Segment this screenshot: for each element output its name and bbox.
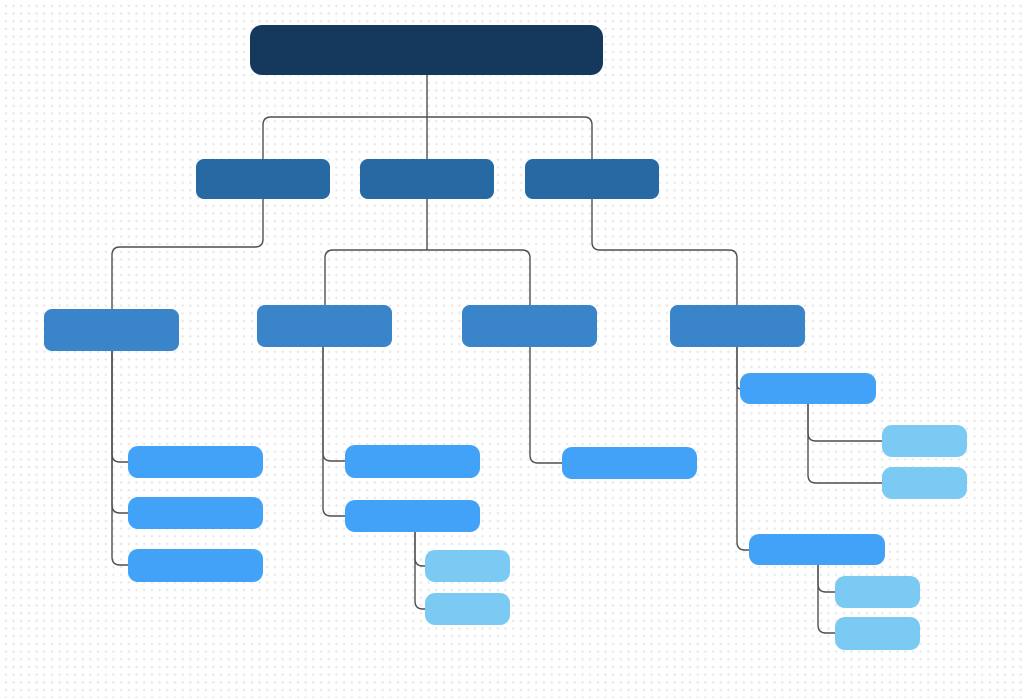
connector-n4d1-n5d1b xyxy=(807,404,882,484)
connector-n3b-n4b1 xyxy=(322,347,345,462)
node-n3b[interactable] xyxy=(257,305,392,347)
connector-root-left xyxy=(262,116,427,159)
connector-n2a-n3a xyxy=(111,199,264,309)
node-n4c1[interactable] xyxy=(562,447,697,479)
connector-n3a-n4a3 xyxy=(111,351,128,566)
node-root[interactable] xyxy=(250,25,603,75)
connector-n3b-n4b2 xyxy=(322,347,345,517)
connector-n4b2-n5b2 xyxy=(414,532,425,610)
node-n2b[interactable] xyxy=(360,159,494,199)
node-n4a2[interactable] xyxy=(128,497,263,529)
node-n4a1[interactable] xyxy=(128,446,263,478)
connector-n2b-n3c xyxy=(427,249,531,305)
node-n5b2[interactable] xyxy=(425,593,510,625)
node-n4b1[interactable] xyxy=(345,445,480,478)
connector-n3c-n4c1 xyxy=(529,347,562,464)
node-n4d2[interactable] xyxy=(749,534,885,565)
connector-n3a-n4a2 xyxy=(111,351,128,514)
connector-n4d2-n5d2a xyxy=(817,565,835,593)
connector-n4d1-n5d1a xyxy=(807,404,882,442)
node-n3d[interactable] xyxy=(670,305,805,347)
connector-n3d-n4d2 xyxy=(736,347,749,551)
node-n4a3[interactable] xyxy=(128,549,263,582)
node-n2a[interactable] xyxy=(196,159,330,199)
node-n4b2[interactable] xyxy=(345,500,480,532)
connector-n4d2-n5d2b xyxy=(817,565,835,634)
node-n5b1[interactable] xyxy=(425,550,510,582)
connector-n4b2-n5b1 xyxy=(414,532,425,567)
node-n3c[interactable] xyxy=(462,305,597,347)
node-n5d2b[interactable] xyxy=(835,617,920,650)
node-n5d1b[interactable] xyxy=(882,467,967,499)
connector-n2b-n3b xyxy=(324,249,427,305)
node-n5d2a[interactable] xyxy=(835,576,920,608)
node-n5d1a[interactable] xyxy=(882,425,967,457)
connector-n2c-n3d xyxy=(591,199,738,305)
node-n4d1[interactable] xyxy=(740,373,876,404)
connector-n3a-n4a1 xyxy=(111,351,128,463)
node-n3a[interactable] xyxy=(44,309,179,351)
connector-root-right xyxy=(427,116,593,159)
node-n2c[interactable] xyxy=(525,159,659,199)
